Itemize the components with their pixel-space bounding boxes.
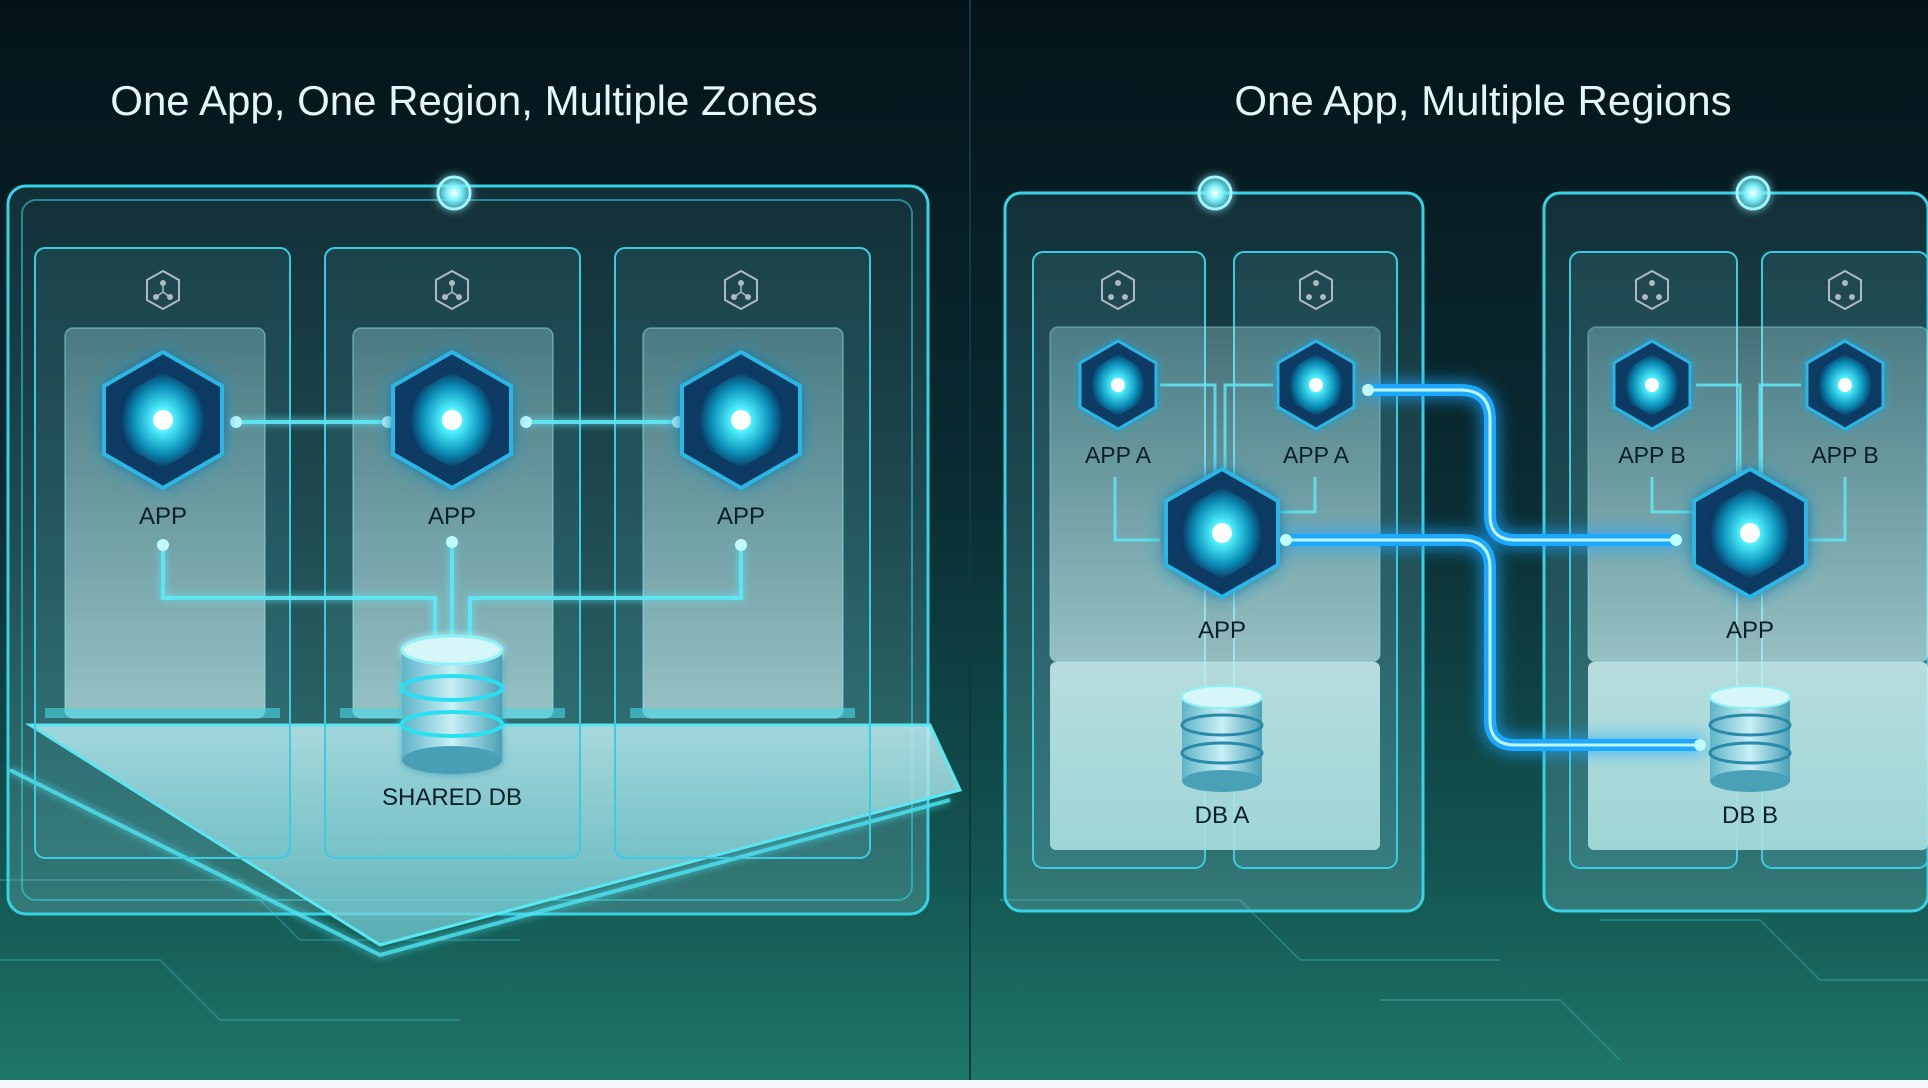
- zone-app-label: APP B: [1811, 442, 1878, 468]
- bottom-edge: [0, 1080, 1928, 1088]
- link-node: [1280, 384, 1706, 751]
- zone-network-icon: [1299, 269, 1333, 311]
- region-connector-node-a: [1197, 175, 1233, 211]
- app-hex-icon: [391, 349, 513, 491]
- region-app-label: APP: [1198, 617, 1246, 644]
- zone-network-icon: [435, 269, 469, 311]
- right-panel-title: One App, Multiple Regions: [1234, 77, 1731, 124]
- left-panel-title: One App, One Region, Multiple Zones: [110, 77, 817, 124]
- app-hex-icon: [102, 349, 224, 491]
- app-label: APP: [139, 503, 187, 530]
- db-a-label: DB A: [1195, 802, 1250, 829]
- database-icon: [1708, 685, 1792, 792]
- app-hex-icon: [1078, 339, 1158, 431]
- app-hex-icon: [1612, 339, 1692, 431]
- inter-region-connector-core: [1286, 388, 1700, 747]
- app-label: APP: [428, 503, 476, 530]
- region-app-label: APP: [1726, 617, 1774, 644]
- zone-network-icon: [1828, 269, 1862, 311]
- region-connector-node-left: [436, 175, 472, 211]
- zone-network-icon: [1635, 269, 1669, 311]
- local-connector-lines: [1113, 383, 1847, 542]
- left-connector-lines: [161, 420, 743, 645]
- shared-db-label: SHARED DB: [382, 784, 522, 811]
- database-icon: [400, 634, 504, 774]
- floor-edge-glow: [9, 768, 951, 958]
- app-hex-icon: [1276, 339, 1356, 431]
- app-label: APP: [717, 503, 765, 530]
- app-hex-icon: [1164, 466, 1280, 600]
- zone-app-label: APP A: [1283, 442, 1350, 468]
- floor-platform: [24, 723, 963, 947]
- app-hex-icon: [1805, 339, 1885, 431]
- app-hex-icon: [1692, 466, 1808, 600]
- app-hex-icon: [680, 349, 802, 491]
- region-connector-node-b: [1735, 175, 1771, 211]
- zone-network-icon: [1101, 269, 1135, 311]
- zone-network-icon: [724, 269, 758, 311]
- zone-app-label: APP A: [1085, 442, 1152, 468]
- zone-app-label: APP B: [1618, 442, 1685, 468]
- db-b-label: DB B: [1722, 802, 1778, 829]
- zone-network-icon: [146, 269, 180, 311]
- database-icon: [1180, 685, 1264, 792]
- link-node: [157, 416, 747, 551]
